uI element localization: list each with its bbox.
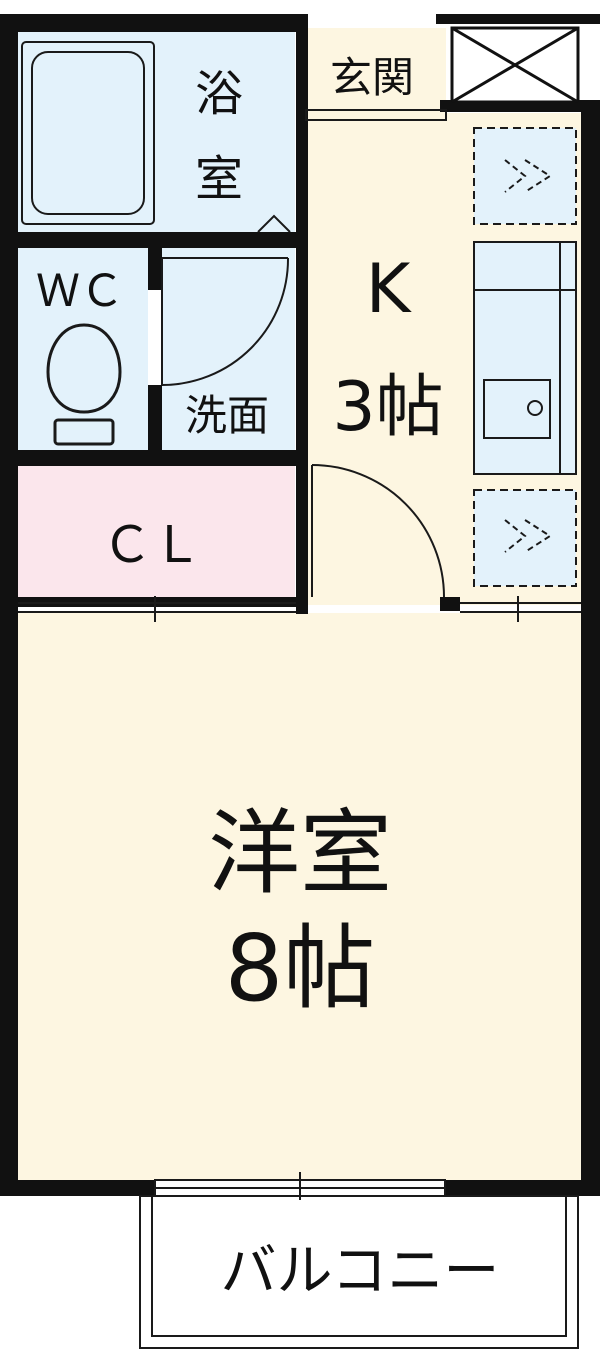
- entrance-area: [306, 28, 446, 113]
- kitchen-sink-icon: [473, 241, 577, 475]
- closet-label: ＣＬ: [102, 516, 202, 574]
- kitchen-label: K: [366, 250, 413, 329]
- western-room-size: 8帖: [225, 915, 376, 1022]
- washroom-area: [162, 248, 295, 450]
- wc-area: [18, 248, 148, 450]
- bathtub-icon: [21, 41, 155, 225]
- shoe-storage-icon: [450, 26, 580, 104]
- bath-label-2: 室: [195, 151, 243, 207]
- washroom-door-icon: [161, 257, 290, 386]
- kitchen-room-opening: [460, 596, 581, 622]
- kitchen-size: 3帖: [332, 368, 443, 447]
- balcony-outline: [139, 1195, 579, 1349]
- closet-area: [18, 465, 295, 603]
- bath-door-icon: [257, 214, 291, 233]
- entrance-label: 玄関: [330, 53, 414, 102]
- washroom-label: 洗面: [185, 391, 269, 440]
- bath-area: [18, 32, 295, 232]
- toilet-icon: [46, 323, 122, 446]
- entrance-step: [305, 109, 447, 121]
- western-room-area: [18, 613, 581, 1180]
- western-room-label: 洋室: [208, 800, 392, 907]
- balcony-label: バルコニー: [221, 1239, 500, 1304]
- bath-label-1: 浴: [195, 66, 243, 122]
- kitchen-door-icon: [311, 464, 445, 598]
- closet-sliding-door: [18, 596, 296, 622]
- lower-cabinet-icon: [473, 489, 577, 587]
- wc-label: ＷＣ: [36, 266, 124, 317]
